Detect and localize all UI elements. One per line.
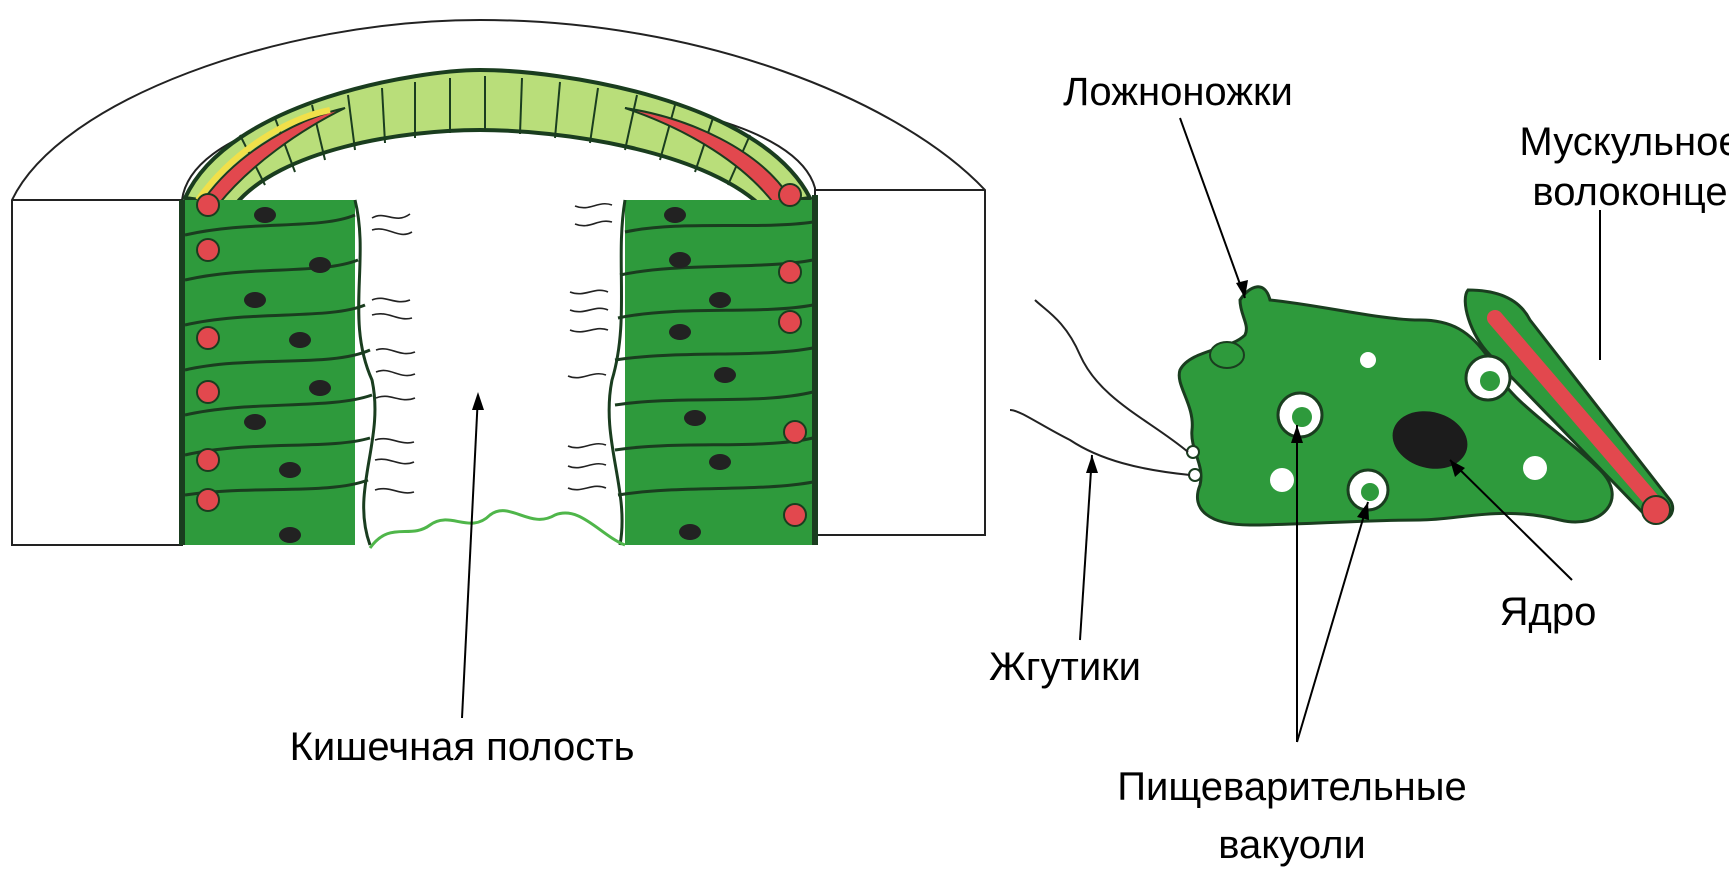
right-cell-column (609, 184, 813, 545)
label-flagella: Жгутики (989, 645, 1141, 689)
label-muscle-fiber-2: волоконце (1532, 170, 1727, 214)
single-cell: Ложноножки Мускульное волоконце Жгутики … (989, 70, 1729, 867)
gut-cavity-pointer (462, 395, 478, 718)
label-vacuoles-1: Пищеварительные (1117, 765, 1467, 809)
label-muscle-fiber-1: Мускульное (1519, 120, 1729, 164)
label-vacuoles-2: вакуоли (1218, 823, 1366, 867)
label-pseudopods: Ложноножки (1063, 70, 1293, 114)
label-nucleus: Ядро (1500, 590, 1597, 634)
flagella (1010, 300, 1190, 475)
cavity-bottom-edge (370, 511, 625, 548)
label-gut-cavity: Кишечная полость (290, 725, 635, 769)
pseudopod-blob (1210, 342, 1244, 368)
body-wall-section: Кишечная полость (12, 20, 985, 769)
cavity-flagella (372, 204, 612, 493)
left-cell-column (185, 194, 375, 545)
